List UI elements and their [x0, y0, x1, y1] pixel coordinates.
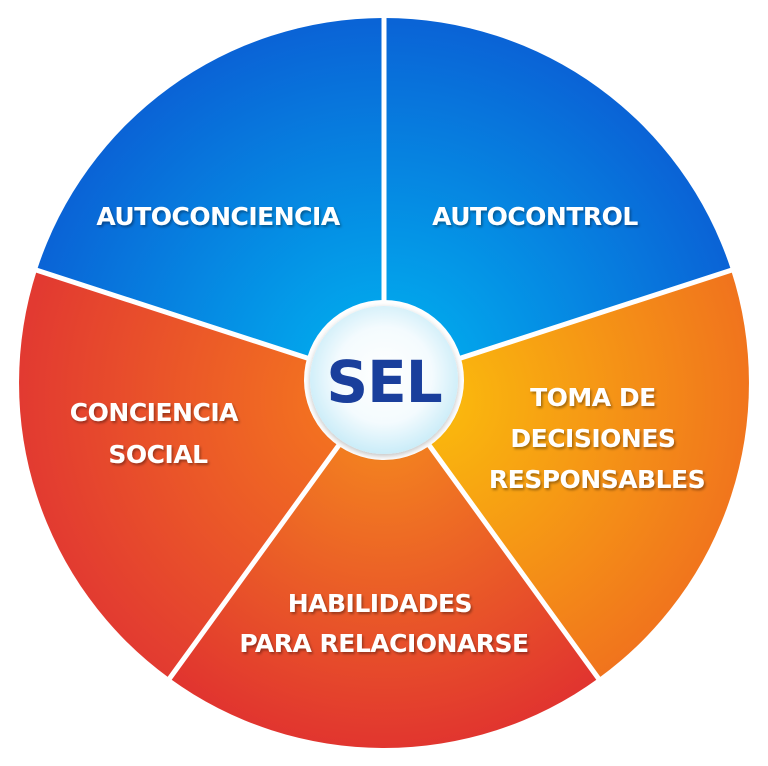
label-toma-de-decisiones: TOMA DE DECISIONES RESPONSABLES [489, 383, 705, 494]
center-label: SEL [326, 348, 441, 416]
label-habilidades: HABILIDADES PARA RELACIONARSE [239, 589, 528, 658]
center-hub: SEL [304, 300, 464, 460]
segment-conciencia-social [19, 270, 384, 679]
label-autoconciencia: AUTOCONCIENCIA [96, 202, 341, 231]
segment-autocontrol [384, 18, 732, 383]
center-circle [310, 306, 458, 454]
segment-autoconciencia [36, 18, 385, 383]
segment-toma-de-decisiones [384, 270, 749, 679]
label-autocontrol: AUTOCONTROL [432, 202, 638, 231]
segment-habilidades [169, 383, 599, 748]
label-conciencia-social: CONCIENCIA SOCIAL [70, 398, 246, 469]
